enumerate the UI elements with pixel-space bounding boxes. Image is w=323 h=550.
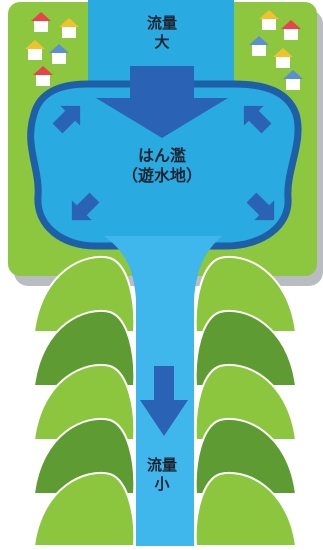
label-flow-small: 流量 小 — [126, 456, 198, 494]
hills-left — [32, 256, 136, 547]
label-flow-small-line1: 流量 — [146, 456, 177, 474]
hills-right — [194, 256, 298, 547]
house-icon — [249, 10, 303, 90]
arrow-down-icon — [96, 66, 228, 138]
label-flooding-line2: （遊水地） — [121, 166, 202, 185]
retention-pond — [27, 80, 302, 250]
label-flooding-line1: はん濫 — [137, 146, 186, 165]
label-flow-large-line2: 大 — [154, 32, 170, 51]
arrow-down-icon — [140, 366, 188, 436]
house-icon — [25, 12, 79, 86]
label-flooding: はん濫 （遊水地） — [104, 146, 220, 186]
label-flow-large-line1: 流量 — [146, 14, 177, 32]
label-flow-large: 流量 大 — [126, 14, 198, 52]
arrow-diagonal-icon — [52, 105, 275, 221]
label-flow-small-line2: 小 — [154, 474, 170, 493]
